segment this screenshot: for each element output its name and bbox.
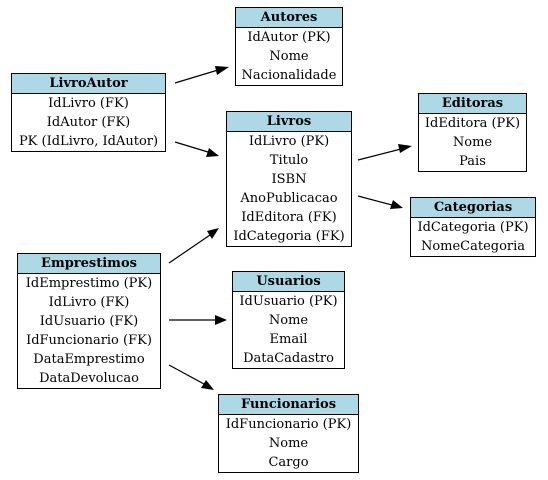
entity-title: Livros: [227, 112, 351, 132]
entity-autores[interactable]: Autores IdAutor (PK) Nome Nacionalidade: [235, 7, 343, 86]
arrowhead-editoras: [398, 144, 412, 153]
arrowhead-usuarios: [215, 315, 227, 325]
field-dataemprestimo: DataEmprestimo: [33, 352, 145, 367]
entity-funcionarios[interactable]: Funcionarios IdFuncionario (PK) Nome Car…: [218, 394, 359, 473]
field-cargo: Cargo: [268, 455, 309, 470]
field-idfuncionario: IdFuncionario (PK): [225, 417, 352, 432]
field-idcategoria: IdCategoria (PK): [417, 220, 529, 235]
entity-emprestimos[interactable]: Emprestimos IdEmprestimo (PK) IdLivro (F…: [17, 253, 161, 389]
field-nacionalidade: Nacionalidade: [241, 68, 337, 83]
edge-livroautor-livros: [174, 141, 209, 153]
field-idusuario: IdUsuario (FK): [39, 314, 139, 329]
entity-categorias[interactable]: Categorias IdCategoria (PK) NomeCategori…: [410, 197, 536, 257]
entity-livros[interactable]: Livros IdLivro (PK) Titulo ISBN AnoPubli…: [226, 111, 352, 247]
arrowhead-categorias: [390, 200, 403, 209]
entity-usuarios[interactable]: Usuarios IdUsuario (PK) Nome Email DataC…: [232, 271, 345, 369]
field-nome: Nome: [268, 436, 309, 451]
edge-livros-editoras: [357, 148, 402, 161]
edge-emprestimos-livros: [168, 234, 211, 264]
field-ideditora: IdEditora (FK): [241, 210, 337, 225]
field-datacadastro: DataCadastro: [243, 351, 334, 366]
entity-title: LivroAutor: [12, 74, 165, 94]
field-nome: Nome: [452, 135, 493, 150]
arrowhead-livros-from-emprestimos: [207, 228, 219, 239]
entity-title: Autores: [236, 8, 342, 28]
arrowhead-funcionarios: [201, 380, 214, 390]
field-idfuncionario: IdFuncionario (FK): [26, 333, 152, 348]
field-idautor: IdAutor (PK): [247, 30, 331, 45]
field-titulo: Titulo: [269, 153, 309, 168]
arrowhead-autores: [215, 66, 229, 75]
edge-emprestimos-funcionarios: [168, 364, 205, 385]
entity-title: Emprestimos: [18, 254, 160, 274]
field-idautor: IdAutor (FK): [46, 115, 131, 130]
field-email: Email: [269, 332, 308, 347]
field-isbn: ISBN: [271, 172, 307, 187]
entity-editoras[interactable]: Editoras IdEditora (PK) Nome Pais: [418, 93, 527, 172]
field-nome: Nome: [269, 49, 309, 64]
entity-title: Editoras: [419, 94, 526, 114]
field-idusuario: IdUsuario (PK): [239, 294, 338, 309]
field-idlivro: IdLivro (FK): [48, 295, 130, 310]
field-ideditora: IdEditora (PK): [424, 116, 521, 131]
field-nome: Nome: [268, 313, 309, 328]
entity-title: Usuarios: [233, 272, 344, 292]
field-nomecategoria: NomeCategoria: [420, 239, 526, 254]
entity-title: Categorias: [411, 198, 535, 218]
field-anopublicacao: AnoPublicacao: [240, 191, 338, 206]
edge-livroautor-autores: [174, 69, 219, 84]
field-pais: Pais: [459, 154, 486, 169]
entity-title: Funcionarios: [219, 395, 358, 415]
field-datadevolucao: DataDevolucao: [39, 371, 139, 386]
field-idlivro: IdLivro (PK): [248, 134, 330, 149]
field-idcategoria: IdCategoria (FK): [233, 229, 345, 244]
field-idlivro: IdLivro (FK): [48, 96, 129, 111]
arrowhead-livros-from-livroautor: [206, 148, 219, 157]
edge-livros-categorias: [357, 195, 393, 206]
entity-livroautor[interactable]: LivroAutor IdLivro (FK) IdAutor (FK) PK …: [11, 73, 166, 152]
field-idemprestimo: IdEmprestimo (PK): [25, 276, 153, 291]
field-composite-pk: PK (IdLivro, IdAutor): [18, 134, 159, 149]
